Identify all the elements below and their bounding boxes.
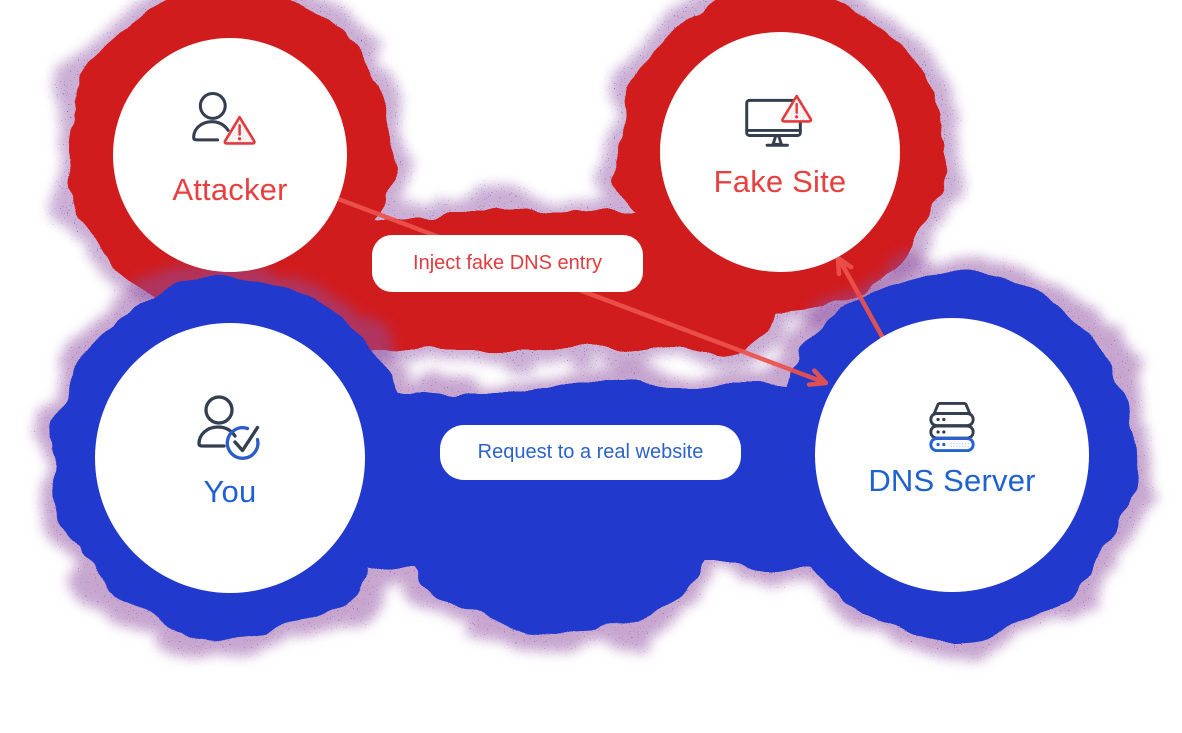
- flow-label-request-text: Request to a real website: [477, 441, 704, 463]
- person-warning-icon: [186, 91, 274, 162]
- node-label-you: You: [203, 474, 257, 509]
- arrowhead: [806, 368, 829, 387]
- warning-triangle-icon: [781, 94, 813, 123]
- flow-label-inject-text: Inject fake DNS entry: [413, 252, 602, 274]
- check-mark: [233, 425, 260, 453]
- server-stack-icon: [927, 399, 977, 453]
- flow-label-inject: Inject fake DNS entry: [372, 235, 643, 292]
- arrowhead: [835, 255, 854, 277]
- arrow-dns-to-fakesite: [835, 255, 887, 343]
- node-fake-site: Fake Site: [660, 32, 900, 272]
- node-attacker: Attacker: [113, 38, 347, 272]
- warning-triangle-icon: [223, 115, 256, 145]
- node-dns-server: DNS Server: [815, 318, 1089, 592]
- node-label-dns-server: DNS Server: [868, 463, 1036, 498]
- monitor-warning-icon: [743, 93, 817, 154]
- check-circle: [225, 426, 260, 460]
- node-you: You: [95, 323, 365, 593]
- node-label-attacker: Attacker: [172, 171, 288, 207]
- person-check-icon: [190, 394, 270, 464]
- node-label-fake-site: Fake Site: [713, 163, 847, 199]
- flow-label-request: Request to a real website: [440, 425, 741, 480]
